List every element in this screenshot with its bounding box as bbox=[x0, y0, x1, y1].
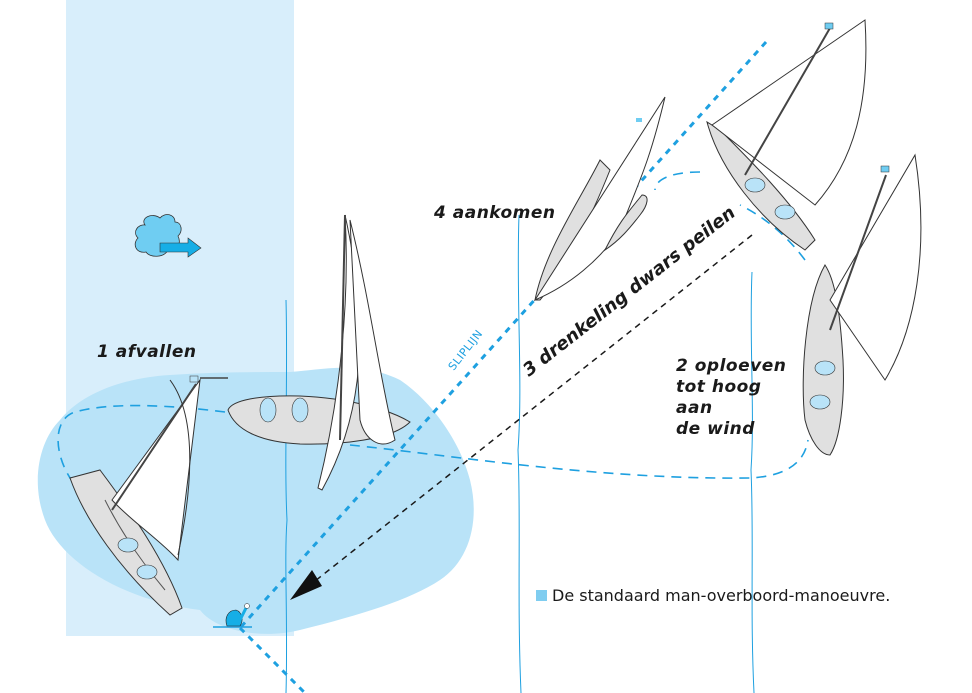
step-1-label: 1 afvallen bbox=[97, 342, 197, 362]
step-2-line-4: de wind bbox=[676, 419, 755, 439]
sailboat-icon bbox=[227, 214, 411, 491]
wave-line bbox=[285, 299, 288, 693]
bearing-arrowhead bbox=[290, 570, 322, 600]
sailboat-icon bbox=[802, 153, 922, 456]
caption-text: De standaard man-overboord-manoeuvre. bbox=[552, 586, 891, 605]
swimmer-icon bbox=[213, 603, 252, 628]
sailboat-icon bbox=[69, 375, 228, 616]
sailboat-icon bbox=[706, 19, 867, 251]
step-4-label: 4 aankomen bbox=[434, 203, 556, 223]
wave-line bbox=[517, 214, 522, 693]
sailboat-icon bbox=[533, 96, 666, 302]
step-2-line-3: aan bbox=[676, 398, 713, 418]
figure-caption: De standaard man-overboord-manoeuvre. bbox=[536, 586, 890, 605]
step-2-label: 2 oploeven tot hoog aan de wind bbox=[676, 356, 786, 440]
wind-direction-arrow-icon bbox=[159, 237, 202, 258]
caption-marker bbox=[536, 590, 547, 601]
bearing-line bbox=[309, 234, 753, 586]
step-2-line-2: tot hoog bbox=[676, 377, 762, 397]
step-2-line-1: 2 oploeven bbox=[676, 356, 787, 376]
slip-line-tail bbox=[238, 626, 307, 693]
wave-line bbox=[750, 271, 755, 693]
